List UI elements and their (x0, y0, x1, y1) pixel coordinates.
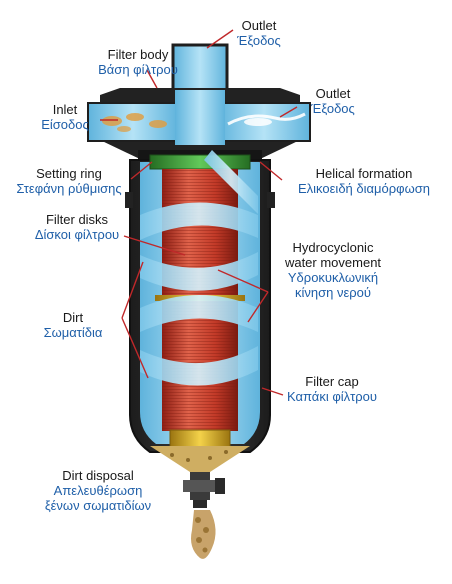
label-hydrocyclonic-en2: water movement (284, 255, 382, 270)
label-filter-body-en: Filter body (107, 47, 169, 62)
label-filter-body-gr: Βάση φίλτρου (98, 62, 178, 77)
outlet-right-pipe (217, 102, 311, 142)
label-filter-disks-gr: Δίσκοι φίλτρου (34, 227, 120, 242)
label-setting-ring: Setting ring Στεφάνη ρύθμισης (4, 166, 134, 196)
label-dirt-disposal-en: Dirt disposal (62, 468, 134, 483)
inlet-pipe (87, 102, 179, 142)
label-inlet-gr: Είσοδος (41, 117, 89, 132)
label-filter-body: Filter body Βάση φίλτρου (88, 47, 188, 77)
label-hydrocyclonic-en1: Hydrocyclonic (292, 240, 374, 255)
label-outlet-top: Outlet Έξοδος (224, 18, 294, 48)
label-filter-disks: Filter disks Δίσκοι φίλτρου (22, 212, 132, 242)
label-outlet-top-en: Outlet (241, 18, 277, 33)
label-outlet-right-en: Outlet (315, 86, 351, 101)
leader-lines (100, 29, 298, 396)
label-inlet-en: Inlet (52, 102, 78, 117)
label-dirt-disposal-gr1: Απελευθέρωση (53, 483, 143, 498)
label-dirt-en: Dirt (62, 310, 84, 325)
label-dirt-disposal-gr2: ξένων σωματιδίων (44, 498, 152, 513)
label-hydrocyclonic-gr2: κίνηση νερού (294, 285, 371, 300)
label-hydrocyclonic-gr1: Υδροκυκλωνική (287, 270, 379, 285)
helical-band (140, 150, 258, 386)
label-helical: Helical formation Ελικοειδή διαμόρφωση (284, 166, 444, 196)
label-filter-cap-gr: Καπάκι φίλτρου (286, 389, 378, 404)
label-filter-cap-en: Filter cap (305, 374, 359, 389)
label-setting-ring-en: Setting ring (36, 166, 102, 181)
label-outlet-right-gr: Έξοδος (311, 101, 355, 116)
label-dirt-gr: Σωματίδια (43, 325, 103, 340)
label-setting-ring-gr: Στεφάνη ρύθμισης (16, 181, 122, 196)
bottom-cap (150, 429, 250, 472)
drain-valve (183, 472, 225, 508)
label-hydrocyclonic: Hydrocyclonic water movement Υδροκυκλωνι… (268, 240, 398, 300)
label-outlet-right: Outlet Έξοδος (298, 86, 368, 116)
riser (175, 90, 225, 145)
setting-ring (149, 154, 251, 170)
label-helical-gr: Ελικοειδή διαμόρφωση (298, 181, 430, 196)
dirt-stream (191, 510, 216, 559)
label-filter-disks-en: Filter disks (45, 212, 109, 227)
label-filter-cap: Filter cap Καπάκι φίλτρου (272, 374, 392, 404)
label-helical-en: Helical formation (315, 166, 413, 181)
label-dirt: Dirt Σωματίδια (28, 310, 118, 340)
label-dirt-disposal: Dirt disposal Απελευθέρωση ξένων σωματιδ… (18, 468, 178, 513)
label-inlet: Inlet Είσοδος (30, 102, 100, 132)
label-outlet-top-gr: Έξοδος (237, 33, 281, 48)
